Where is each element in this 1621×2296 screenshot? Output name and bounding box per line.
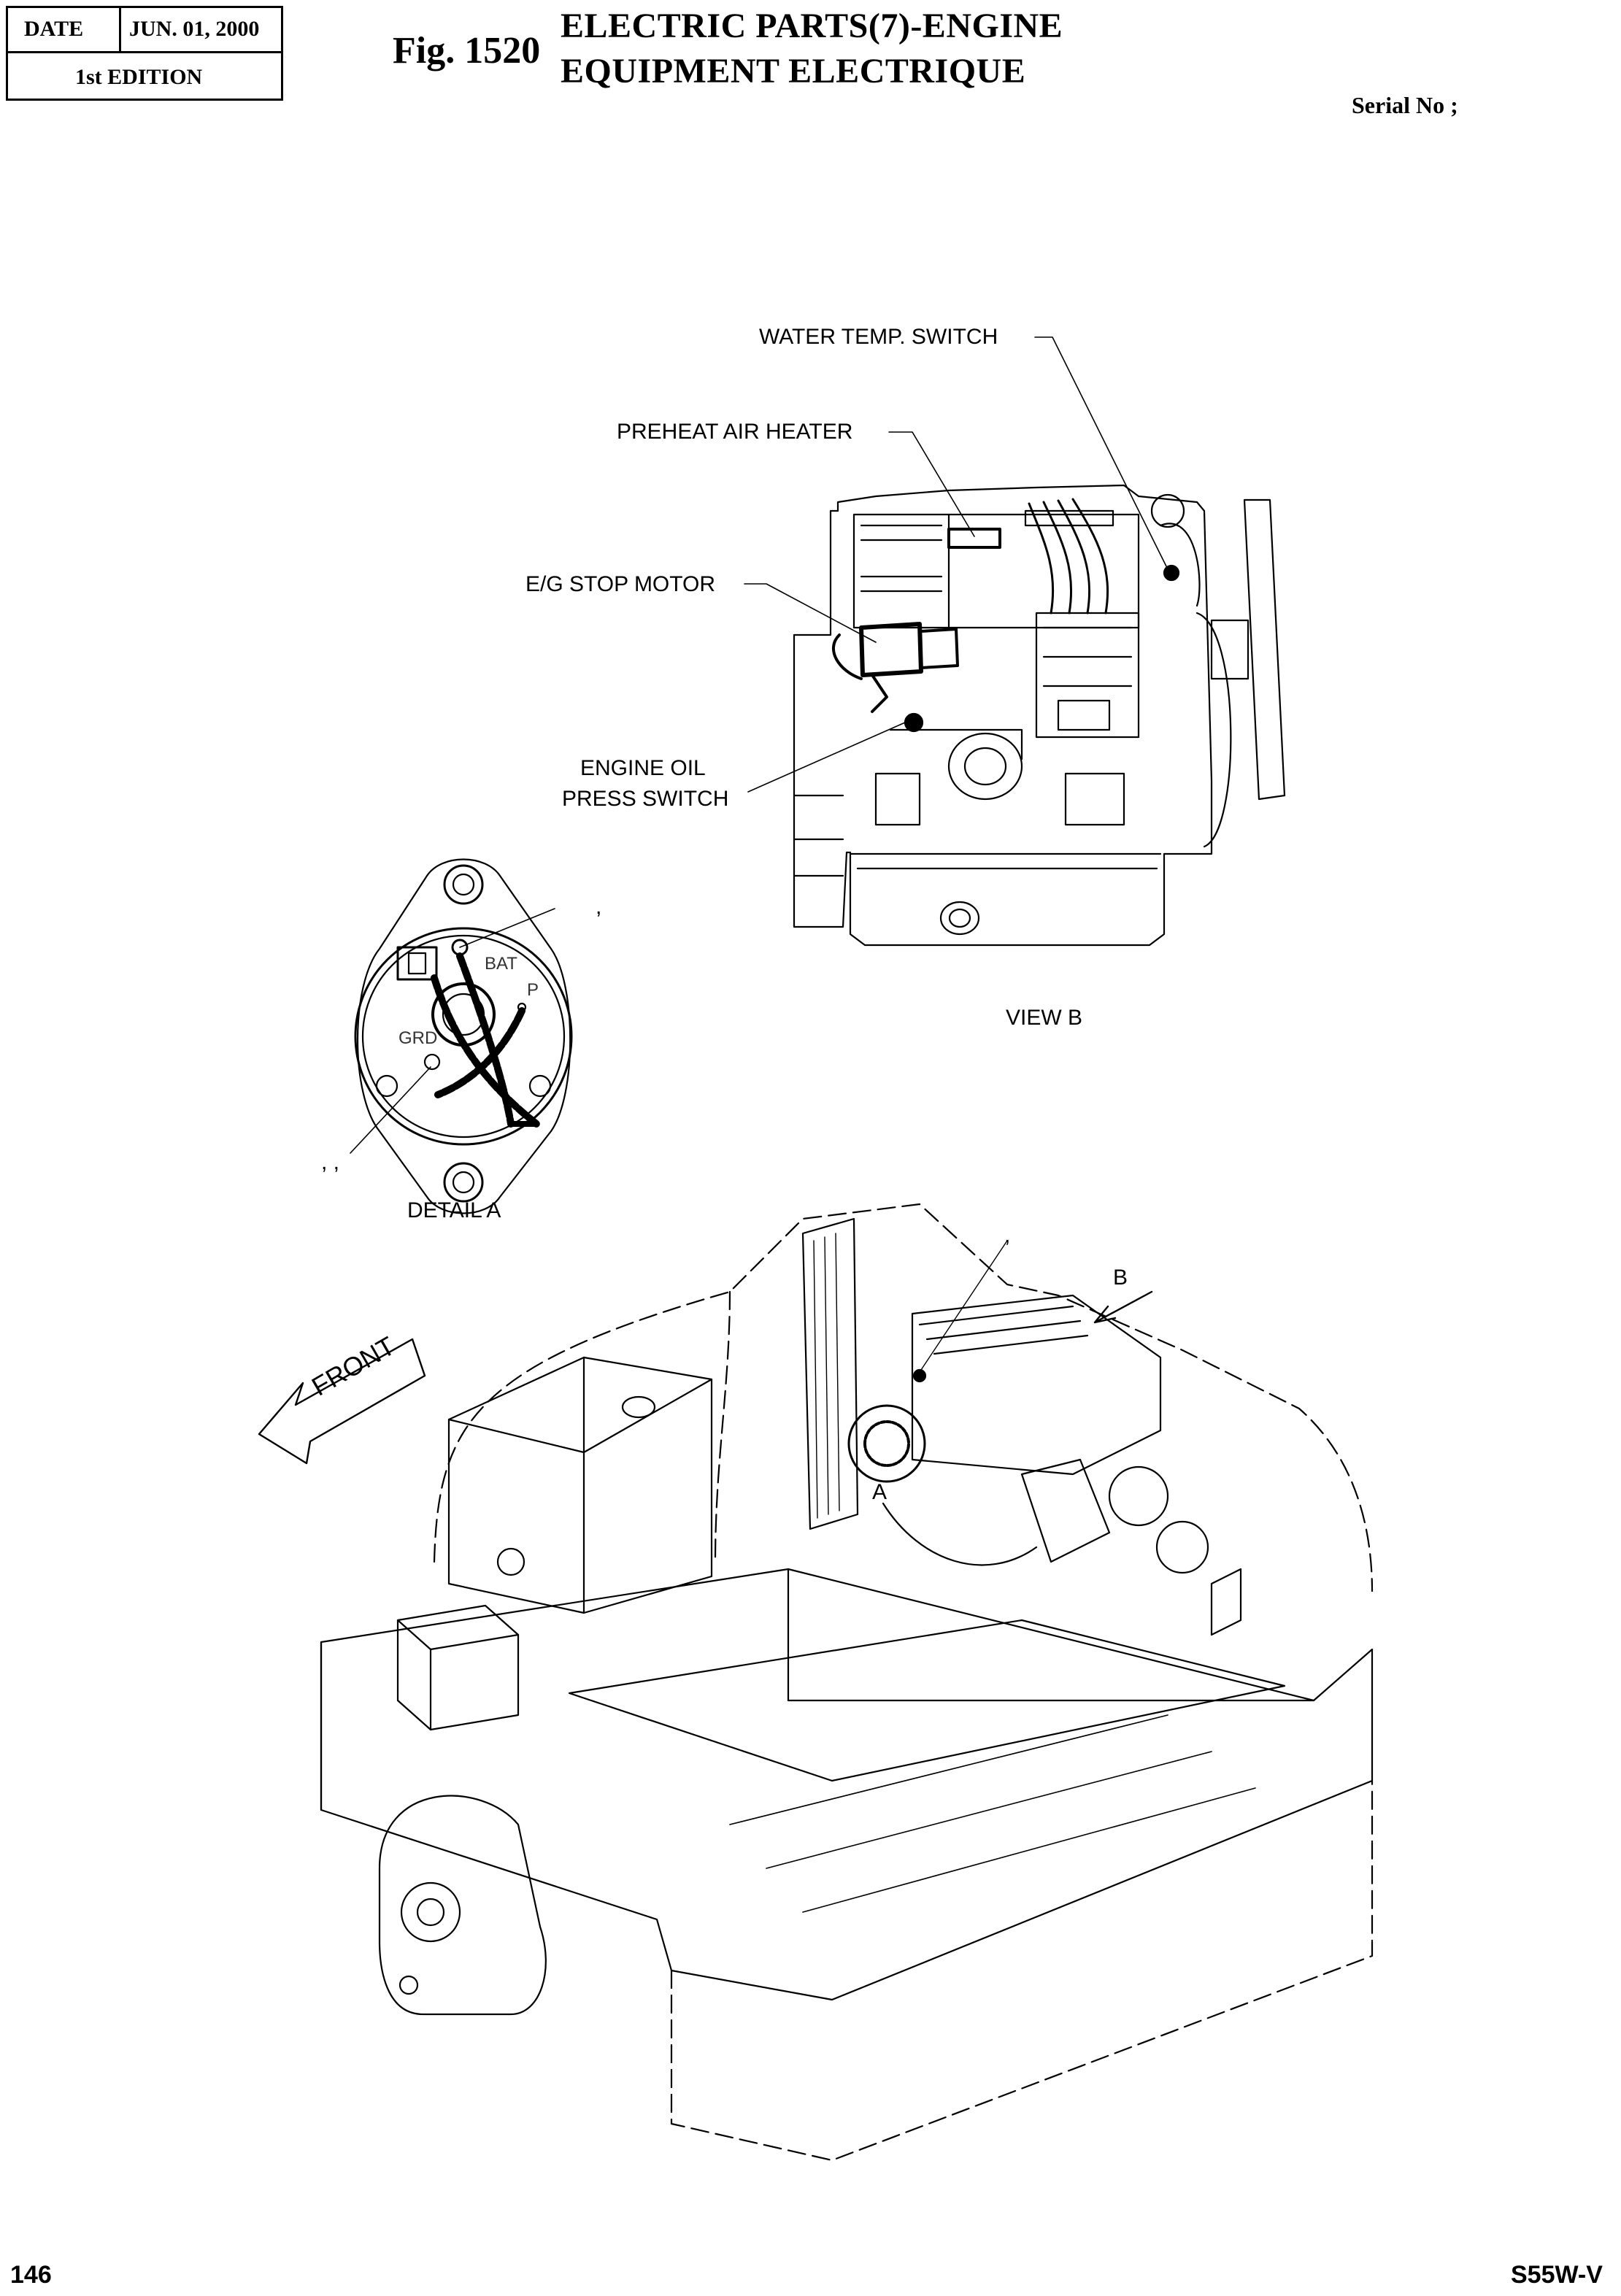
figure-number: Fig. 1520 — [393, 30, 541, 72]
view-b-label: VIEW B — [1006, 1006, 1083, 1030]
alternator-shaft — [433, 984, 494, 1045]
water-temp-switch-label: WATER TEMP. SWITCH — [759, 325, 998, 349]
frame-plate — [569, 1620, 1285, 1781]
hydraulic-tank — [449, 1357, 712, 1613]
injection-pump — [1036, 613, 1139, 737]
upper-structure-outline — [434, 1204, 1372, 1591]
alternator-on-frame — [849, 1406, 925, 1482]
leader-preheat — [889, 432, 974, 536]
tank-cap — [623, 1397, 655, 1417]
alternator-housing — [355, 928, 571, 1144]
flywheel-housing — [1109, 1467, 1168, 1525]
serial-number-label: Serial No ; — [1352, 92, 1458, 118]
tick-mark-1: , — [596, 895, 602, 919]
engine-oil-label-line1: ENGINE OIL — [580, 756, 706, 780]
lower-frame-dashed — [671, 1781, 1372, 2160]
oil-press-switch-part — [905, 714, 923, 731]
battery — [398, 1606, 518, 1730]
grd-terminal-label: GRD — [398, 1028, 438, 1048]
date-value: JUN. 01, 2000 — [129, 17, 260, 41]
date-row — [8, 8, 281, 53]
crankshaft-cover — [949, 733, 1022, 799]
marker-a-label: A — [872, 1480, 887, 1504]
harness-wire-1 — [434, 978, 536, 1124]
front-arrow — [259, 1339, 425, 1463]
radiator — [803, 1219, 858, 1529]
grd-terminal — [425, 1055, 439, 1069]
alternator-bracket — [358, 860, 570, 1214]
edition-label: 1st EDITION — [75, 65, 203, 89]
main-chassis — [321, 1569, 1372, 2000]
stop-motor-body — [861, 624, 921, 675]
leader-oil-press — [748, 723, 905, 792]
leader-stop-motor — [744, 584, 876, 642]
bat-terminal-label: BAT — [485, 954, 517, 974]
harness-wire-2 — [460, 956, 511, 1124]
injection-pipes — [1029, 499, 1108, 613]
machine-frame — [259, 1204, 1372, 2160]
preheat-heater-part — [949, 529, 1000, 547]
engine-view-b — [794, 485, 1285, 945]
date-label: DATE — [24, 17, 84, 41]
model-number: S55W-V — [1511, 2261, 1603, 2289]
page-number: 146 — [10, 2261, 52, 2289]
date-edition-box: DATE JUN. 01, 2000 1st EDITION — [6, 6, 283, 101]
harness-wire-3 — [438, 1011, 522, 1095]
rocker-cover — [854, 515, 949, 628]
thermostat-housing — [1152, 495, 1184, 527]
callout-leaders — [744, 337, 1168, 792]
view-b-arrow — [1095, 1292, 1152, 1322]
leader-water-temp — [1035, 337, 1168, 569]
engine-oil-label-line2: PRESS SWITCH — [562, 787, 729, 811]
marker-b-label: B — [1113, 1266, 1128, 1290]
stop-motor-label: E/G STOP MOTOR — [525, 572, 716, 596]
fan-blade-upper — [1244, 500, 1285, 799]
figure-title-line1: ELECTRIC PARTS(7)-ENGINE — [561, 7, 1063, 45]
detail-a-label: DETAIL A — [407, 1198, 501, 1222]
mount-hole-bottom — [444, 1163, 482, 1201]
alternator-detail-a — [350, 860, 571, 1214]
boom-bracket — [380, 1796, 546, 2014]
date-divider — [119, 8, 121, 53]
figure-title-line2: EQUIPMENT ELECTRIQUE — [561, 52, 1026, 90]
preheat-air-heater-label: PREHEAT AIR HEATER — [617, 420, 853, 444]
fan-hub — [1212, 620, 1248, 679]
tick-mark-3: , — [1004, 1223, 1011, 1247]
p-terminal-label: P — [527, 980, 539, 1000]
engine-outline — [794, 485, 1212, 945]
tick-mark-2: , , — [321, 1150, 340, 1174]
water-temp-switch-part — [1164, 566, 1179, 580]
bat-terminal — [453, 940, 467, 955]
engine-on-frame — [912, 1295, 1160, 1474]
drain-plug — [941, 902, 979, 934]
mount-hole-top — [444, 866, 482, 904]
connector-block — [398, 947, 436, 979]
